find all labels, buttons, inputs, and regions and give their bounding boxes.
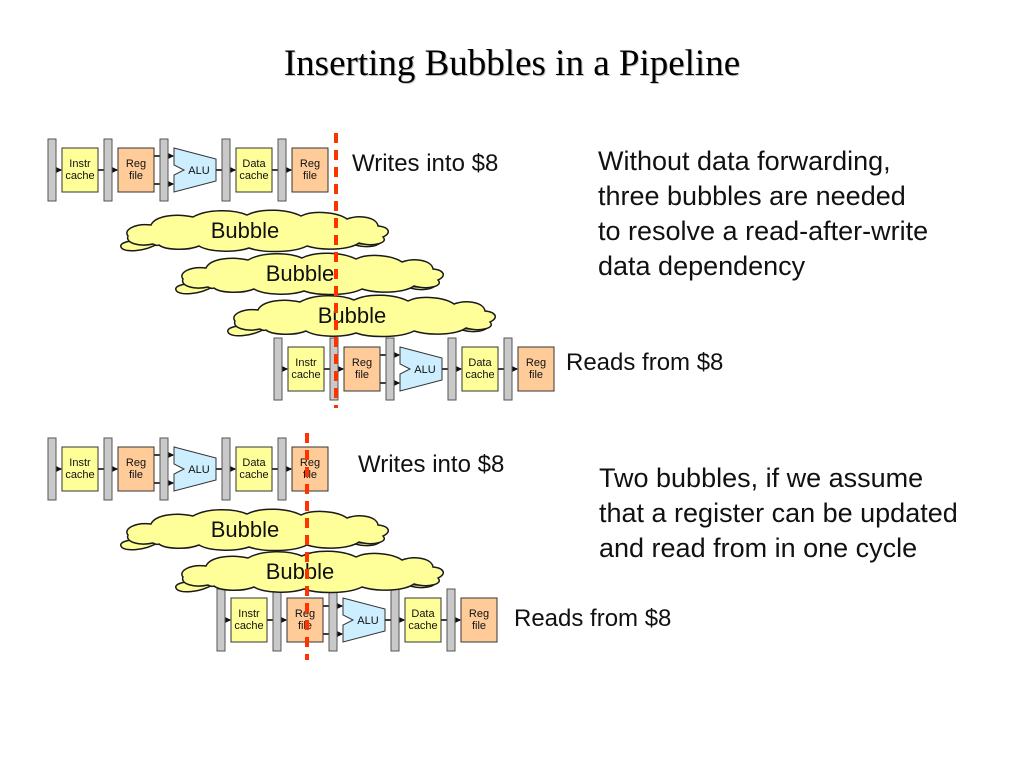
pipeline-register-bar <box>277 437 287 501</box>
bubble-label: Bubble <box>211 517 280 542</box>
pipeline-register-bar <box>503 337 513 401</box>
alu-shape <box>342 597 386 643</box>
label-writes-into-8-top: Writes into $8 <box>352 150 499 177</box>
note-without-forwarding: Without data forwarding, three bubbles a… <box>598 146 929 281</box>
alu-shape <box>173 147 217 193</box>
pipeline-register-bar <box>385 337 395 401</box>
reg-file-box <box>117 446 155 492</box>
label-reads-from-8-top: Reads from $8 <box>566 349 724 376</box>
alu-label: ALU <box>188 165 209 177</box>
pipeline-register-bar <box>221 437 231 501</box>
bubble-label: Bubble <box>266 261 335 286</box>
reg-file-box <box>291 446 329 492</box>
alu-label: ALU <box>188 464 209 476</box>
pipeline-register-bar <box>216 588 226 652</box>
pipeline-register-bar <box>47 437 57 501</box>
slide-title: Inserting Bubbles in a Pipeline <box>283 43 741 84</box>
pipeline-register-bar <box>273 337 283 401</box>
pipeline-register-bar <box>272 588 282 652</box>
alu-shape <box>173 446 217 492</box>
bubble-label: Bubble <box>266 559 335 584</box>
reg-file-box <box>291 147 329 193</box>
bubble-label: Bubble <box>318 303 387 328</box>
data-cache-box <box>461 346 499 392</box>
data-cache-box <box>235 147 273 193</box>
note-two-bubbles: Two bubbles, if we assume that a registe… <box>599 463 958 563</box>
instr-cache-box <box>61 147 99 193</box>
alu-shape <box>399 346 443 392</box>
pipeline-register-bar <box>328 588 338 652</box>
label-writes-into-8-bottom: Writes into $8 <box>358 451 505 478</box>
pipeline-register-bar <box>159 437 169 501</box>
pipeline-register-bar <box>221 138 231 202</box>
label-reads-from-8-bottom: Reads from $8 <box>514 605 672 632</box>
pipeline-register-bar <box>277 138 287 202</box>
reg-file-box <box>117 147 155 193</box>
bubble-label: Bubble <box>211 218 280 243</box>
pipeline-register-bar <box>446 588 456 652</box>
instr-cache-box <box>287 346 325 392</box>
data-cache-box <box>235 446 273 492</box>
pipeline-register-bar <box>159 138 169 202</box>
reg-file-box <box>460 597 498 643</box>
instr-cache-box <box>61 446 99 492</box>
alu-label: ALU <box>414 364 435 376</box>
pipeline-register-bar <box>447 337 457 401</box>
reg-file-box <box>343 346 381 392</box>
alu-label: ALU <box>357 615 378 627</box>
instr-cache-box <box>230 597 268 643</box>
pipeline-register-bar <box>390 588 400 652</box>
pipeline-register-bar <box>103 138 113 202</box>
data-cache-box <box>404 597 442 643</box>
pipeline-register-bar <box>47 138 57 202</box>
reg-file-box <box>517 346 555 392</box>
pipeline-register-bar <box>103 437 113 501</box>
